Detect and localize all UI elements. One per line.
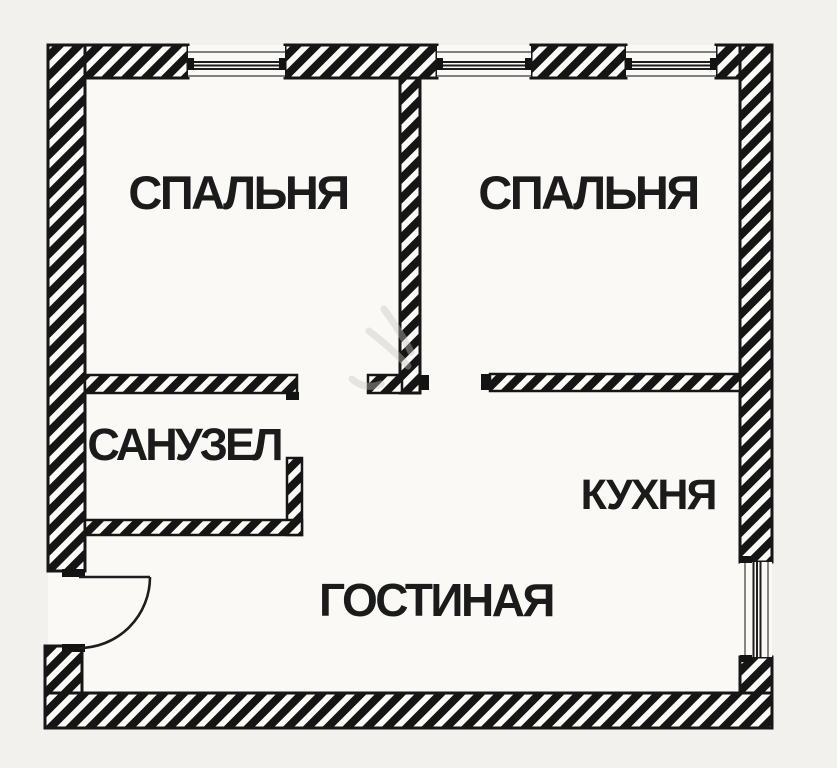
exterior-wall-top-pier-2	[529, 43, 628, 80]
watermark	[348, 305, 415, 390]
entry-door-jamb-bottom-tick	[62, 644, 85, 652]
entry-door-arc	[78, 576, 152, 650]
window-icon-right	[740, 556, 772, 662]
exterior-wall-left-upper	[46, 43, 87, 573]
room-label-living-room: ГОСТИНАЯ	[319, 574, 553, 626]
room-label-bedroom-right: СПАЛЬНЯ	[478, 166, 697, 219]
entry-door	[78, 575, 152, 650]
bathroom-door-jamb-tick	[286, 392, 299, 400]
interior-wall-kitchen-top	[488, 372, 742, 393]
interior-wall-bathroom-bottom	[83, 518, 304, 537]
window-icon-top-2	[437, 46, 531, 77]
room-label-bedroom-left: СПАЛЬНЯ	[128, 166, 347, 219]
interior-wall-bathroom-top	[83, 373, 299, 395]
window-icon-top-3	[626, 46, 716, 77]
room-label-bathroom: САНУЗЕЛ	[87, 419, 281, 470]
room-label-kitchen: КУХНЯ	[581, 471, 716, 519]
kitchen-opening-jamb-tick	[481, 374, 490, 390]
exterior-wall-bottom	[43, 691, 774, 730]
hall-opening-jamb-tick	[419, 375, 429, 390]
exterior-wall-right-upper	[738, 43, 774, 564]
window-icon-top-1	[188, 46, 285, 77]
entry-door-jamb-top-tick	[62, 569, 85, 577]
interior-wall-divider-flange	[366, 373, 404, 395]
interior-wall-bedroom-divider	[398, 76, 422, 395]
exterior-wall-top-pier-1	[283, 43, 439, 80]
